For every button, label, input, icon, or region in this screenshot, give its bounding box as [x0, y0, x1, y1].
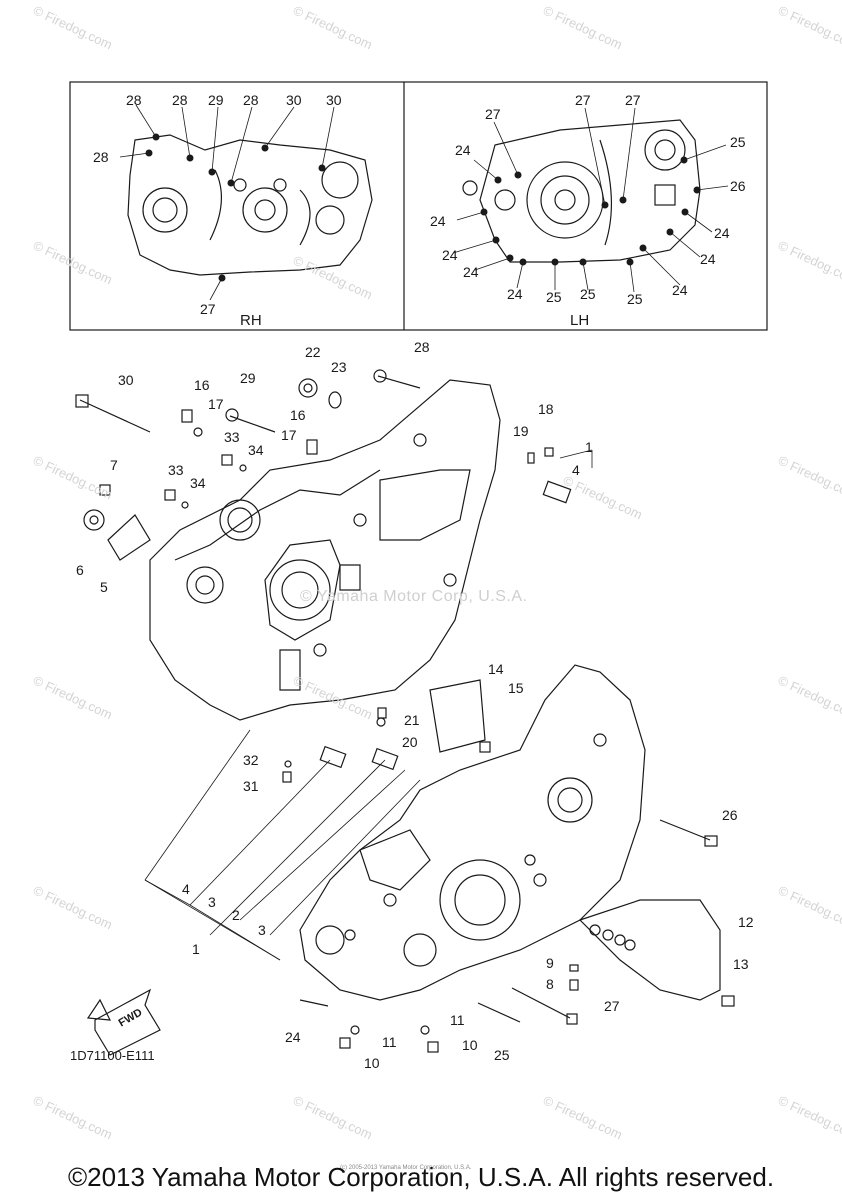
main-callout: 11 [450, 1012, 465, 1028]
main-callout: 13 [733, 956, 749, 972]
small-parts [75, 369, 735, 1053]
lh-callout: 24 [455, 142, 471, 158]
main-callout: 7 [110, 457, 118, 473]
main-callout: 10 [364, 1055, 380, 1071]
main-callout: 16 [194, 377, 210, 393]
main-callout: 4 [572, 462, 580, 478]
watermark-center: © Yamaha Motor Corp, U.S.A. [300, 588, 528, 605]
main-callout: 21 [404, 712, 420, 728]
rh-callout: 28 [243, 92, 259, 108]
main-callout: 20 [402, 734, 418, 750]
main-callout: 9 [546, 955, 554, 971]
rh-callout: 29 [208, 92, 224, 108]
lh-bolt-dots [480, 156, 701, 266]
lh-callout: 24 [700, 251, 716, 267]
main-callout: 19 [513, 423, 529, 439]
lh-callout: 24 [463, 264, 479, 280]
main-callout: 25 [494, 1047, 510, 1063]
main-callout: 24 [285, 1029, 301, 1045]
main-callout: 3 [208, 894, 216, 910]
rh-panel-label: RH [240, 312, 262, 329]
lh-leader-lines [452, 107, 729, 293]
main-callout: 27 [604, 998, 620, 1014]
fwd-arrow [86, 988, 161, 1056]
lh-callout: 25 [580, 286, 596, 302]
main-callout: 2 [232, 907, 240, 923]
tiny-copyright: (c) 2005-2013 Yamaha Motor Corporation, … [340, 1165, 472, 1171]
main-callout: 15 [508, 680, 524, 696]
main-callout: 17 [281, 427, 297, 443]
main-leader-lines [144, 449, 593, 961]
lh-callout: 27 [575, 92, 591, 108]
main-callout: 28 [414, 339, 430, 355]
lh-callout: 25 [546, 289, 562, 305]
main-callout: 34 [190, 475, 206, 491]
rh-crankcase-main [149, 379, 501, 721]
copyright-notice: ©2013 Yamaha Motor Corporation, U.S.A. A… [67, 1162, 775, 1192]
lh-callout: 27 [485, 106, 501, 122]
lh-callout: 24 [507, 286, 523, 302]
rh-crankcase-drawing [127, 134, 373, 276]
main-callout: 10 [462, 1037, 478, 1053]
main-callout: 18 [538, 401, 554, 417]
lh-panel-label: LH [570, 312, 590, 329]
lh-callout: 25 [730, 134, 746, 150]
rh-callout: 27 [200, 301, 216, 317]
main-callout: 8 [546, 976, 554, 992]
rh-leader-lines [119, 104, 335, 301]
main-callout: 30 [118, 372, 134, 388]
rh-callout: 30 [286, 92, 302, 108]
main-callout: 29 [240, 370, 256, 386]
main-callout: 3 [258, 922, 266, 938]
inset-frame [69, 81, 768, 331]
main-callout: 23 [331, 359, 347, 375]
main-callout: 34 [248, 442, 264, 458]
main-callout: 14 [488, 661, 504, 677]
main-callout: 16 [290, 407, 306, 423]
main-callout: 33 [224, 429, 240, 445]
lh-crankcase-drawing [462, 119, 701, 263]
lh-crankcase-main [299, 664, 646, 1001]
main-callout: 6 [76, 562, 84, 578]
lh-callout: 24 [442, 247, 458, 263]
part-code: 1D71100-E111 [70, 1048, 155, 1063]
lh-callout: 26 [730, 178, 746, 194]
main-callout: 26 [722, 807, 738, 823]
main-callout: 33 [168, 462, 184, 478]
main-callout: 1 [192, 941, 200, 957]
main-callout: 22 [305, 344, 321, 360]
rh-callout: 28 [172, 92, 188, 108]
lh-callout: 24 [714, 225, 730, 241]
main-callout: 1 [585, 439, 593, 455]
main-callout: 17 [208, 396, 224, 412]
lh-callout: 24 [430, 213, 446, 229]
lh-callout: 27 [625, 92, 641, 108]
main-callout: 12 [738, 914, 754, 930]
main-callout: 5 [100, 579, 108, 595]
rh-callout: 28 [93, 149, 109, 165]
main-callout: 11 [382, 1034, 397, 1050]
lh-callout: 25 [627, 291, 643, 307]
rh-callout: 30 [326, 92, 342, 108]
rh-callout: 28 [126, 92, 142, 108]
main-callout: 31 [243, 778, 259, 794]
lh-callout: 24 [672, 282, 688, 298]
main-callout: 4 [182, 881, 190, 897]
main-callout: 32 [243, 752, 259, 768]
